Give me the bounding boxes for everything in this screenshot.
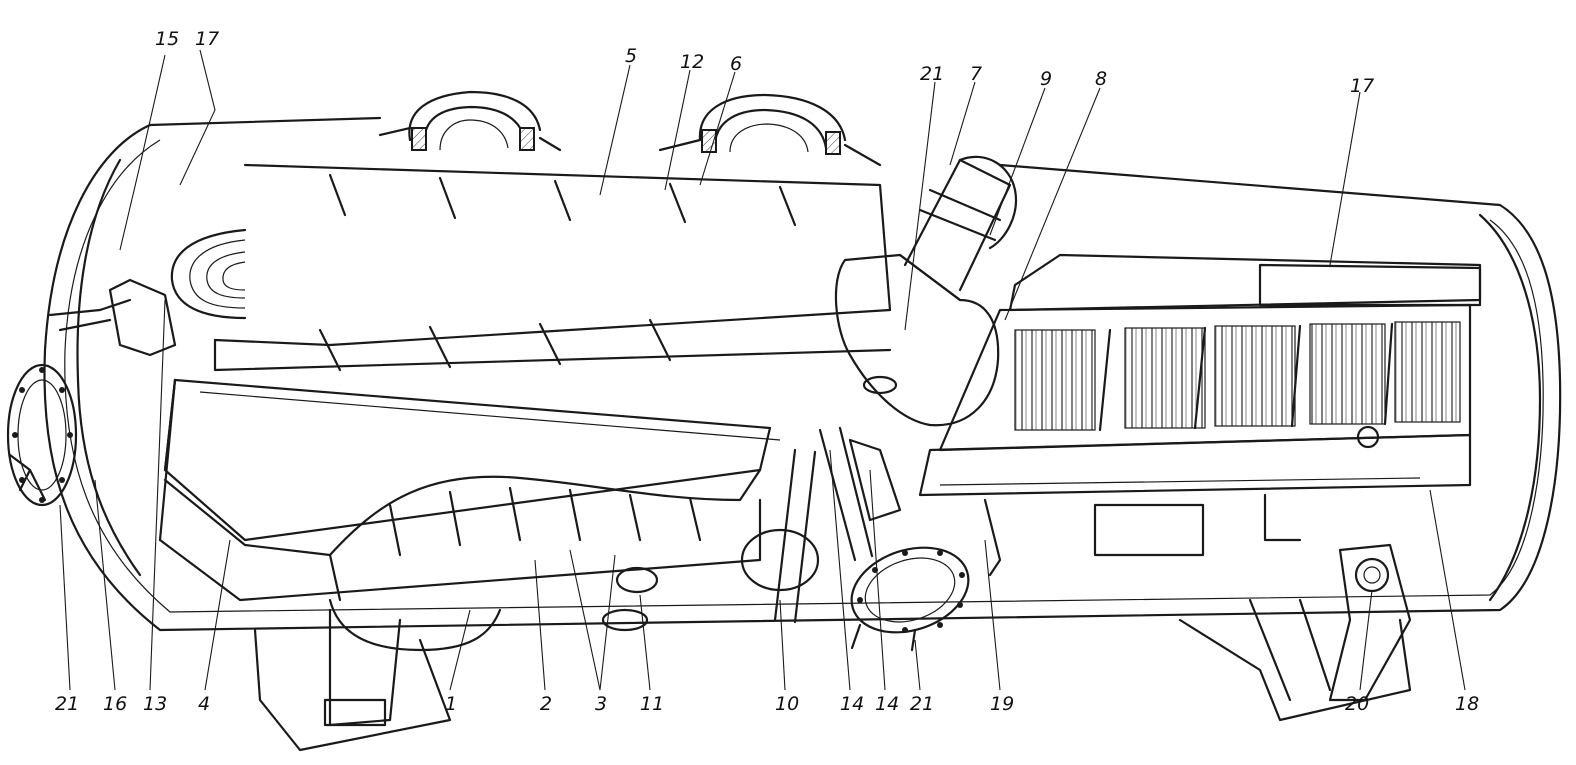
central-piping (740, 426, 902, 624)
perforated-trough (158, 378, 762, 602)
callout-9: 9 (1040, 68, 1052, 90)
right-separator (918, 253, 1482, 577)
callout-4: 4 (198, 693, 210, 715)
callout-17-right: 17 (1350, 75, 1374, 97)
bottom-manhole (850, 546, 970, 652)
left-manhole (6, 278, 177, 507)
upper-tube-bundle (170, 163, 892, 372)
top-flange-right (658, 93, 882, 167)
callout-labels: 15 17 5 12 6 21 7 9 8 17 21 16 13 4 1 2 … (55, 28, 1479, 715)
support-legs (253, 543, 1412, 752)
callout-10: 10 (775, 693, 799, 715)
lower-sump (328, 566, 659, 652)
lower-tube-bundle (163, 378, 781, 542)
callout-17-left: 17 (195, 28, 219, 50)
callout-7: 7 (970, 63, 982, 85)
callout-19: 19 (990, 693, 1014, 715)
callout-2: 2 (540, 693, 552, 715)
callout-3: 3 (595, 693, 607, 715)
callout-8: 8 (1095, 68, 1107, 90)
top-flange-left (378, 90, 562, 152)
callout-13: 13 (143, 693, 167, 715)
callout-16: 16 (103, 693, 127, 715)
callout-15: 15 (155, 28, 179, 50)
callout-20: 20 (1345, 693, 1369, 715)
strainer-box (834, 155, 1018, 427)
callout-5: 5 (625, 45, 637, 67)
callout-21-bottom: 21 (910, 693, 934, 715)
callout-18: 18 (1455, 693, 1479, 715)
callout-21-top: 21 (920, 63, 944, 85)
leader-lines (59, 49, 1466, 691)
callout-14a: 14 (840, 693, 864, 715)
callout-12: 12 (680, 51, 704, 73)
callout-14b: 14 (875, 693, 899, 715)
callout-11: 11 (640, 693, 664, 715)
callout-1: 1 (445, 693, 457, 715)
callout-21-left: 21 (55, 693, 79, 715)
callout-6: 6 (730, 53, 742, 75)
